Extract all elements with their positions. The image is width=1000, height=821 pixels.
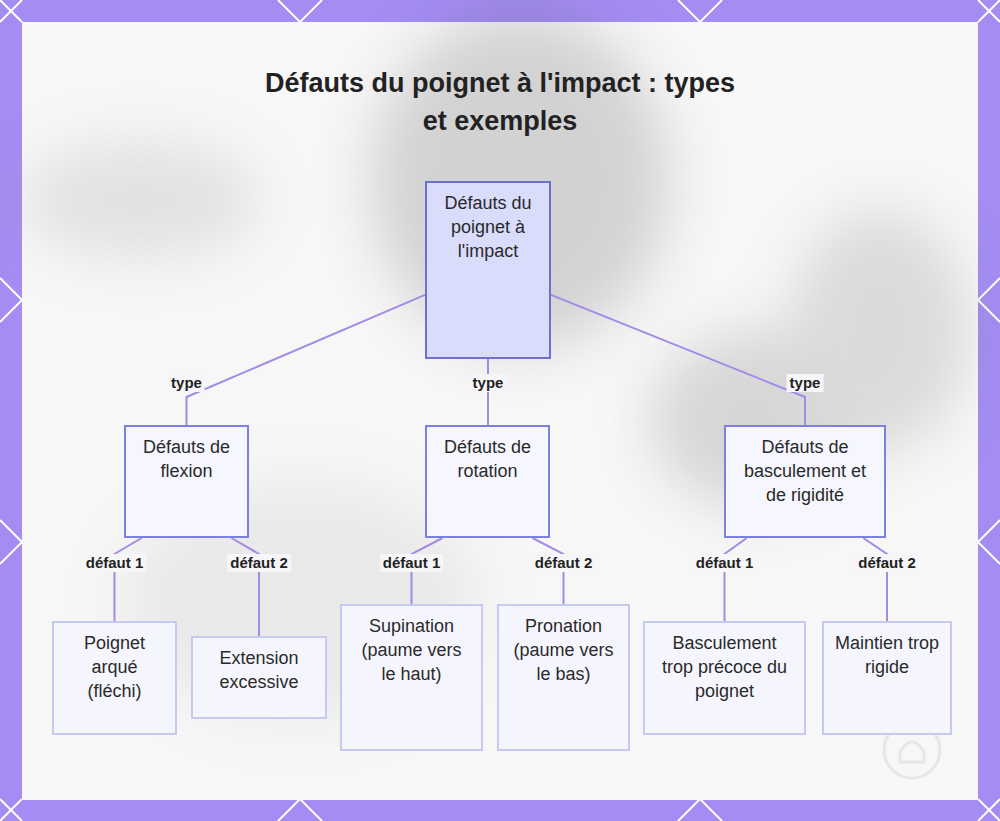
connector <box>725 538 747 621</box>
box-text: Maintien trop rigide <box>834 631 940 679</box>
connector <box>863 538 887 621</box>
root-box: Défauts du poignet à l'impact <box>425 181 551 359</box>
background-photo <box>20 10 970 720</box>
category-box: Défauts de rotation <box>425 425 550 538</box>
box-text: Défauts de basculement et de rigidité <box>736 435 874 507</box>
connector <box>187 295 426 425</box>
box-text: Défauts de rotation <box>437 435 538 483</box>
box-text: Défauts de flexion <box>136 435 237 483</box>
connector <box>551 295 805 425</box>
box-text: Poignet arqué (fléchi) <box>64 631 165 703</box>
connector <box>115 538 142 621</box>
edge-label: défaut 1 <box>83 554 147 572</box>
edge-label: défaut 1 <box>693 554 757 572</box>
category-box: Défauts de basculement et de rigidité <box>724 425 886 538</box>
box-text: Basculement trop précoce du poignet <box>655 631 794 703</box>
edge-label: défaut 2 <box>532 554 596 572</box>
edge-label: type <box>470 374 507 392</box>
example-box: Extension excessive <box>191 636 327 719</box>
example-box: Basculement trop précoce du poignet <box>643 621 806 735</box>
connector <box>232 538 260 636</box>
edge-label: défaut 2 <box>227 554 291 572</box>
box-text: Extension excessive <box>203 646 315 694</box>
edge-label: type <box>787 374 824 392</box>
category-box: Défauts de flexion <box>124 425 249 538</box>
example-box: Pronation (paume vers le bas) <box>497 604 630 751</box>
edge-label: défaut 1 <box>380 554 444 572</box>
example-box: Poignet arqué (fléchi) <box>52 621 177 735</box>
diagram-title: Défauts du poignet à l'impact : types et… <box>265 64 735 140</box>
example-box: Supination (paume vers le haut) <box>340 604 483 751</box>
box-text: Pronation (paume vers le bas) <box>509 614 618 686</box>
box-text: Supination (paume vers le haut) <box>352 614 471 686</box>
connector <box>487 359 489 425</box>
edge-label: type <box>168 374 205 392</box>
example-box: Maintien trop rigide <box>822 621 952 735</box>
edge-label: défaut 2 <box>855 554 919 572</box>
box-text: Défauts du poignet à l'impact <box>443 191 533 263</box>
